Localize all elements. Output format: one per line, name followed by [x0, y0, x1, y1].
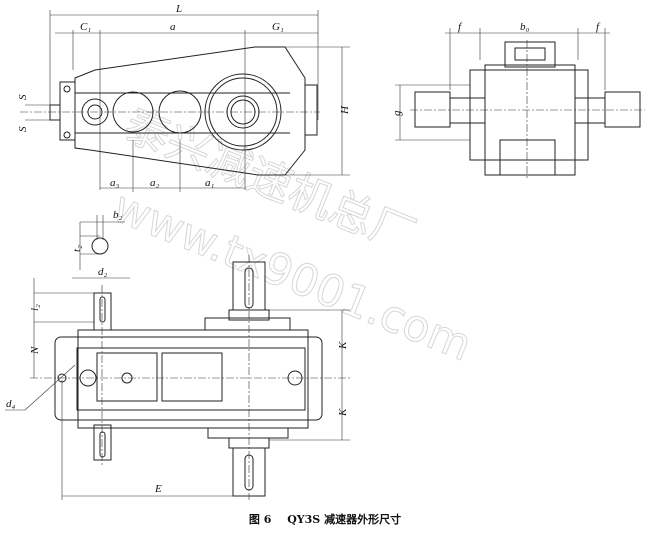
dim-a2: a₂	[150, 177, 160, 189]
top-view: b₂ t₂ d₂ l₂ N	[5, 209, 350, 500]
dim-f-left: f	[458, 21, 463, 33]
dim-d2: d₂	[98, 266, 108, 278]
watermark: 泰兴减速机总厂 www.tx9001.com	[106, 99, 479, 372]
dim-a: a	[170, 21, 176, 33]
front-view: L C₁ a G₁ S S H	[17, 3, 351, 192]
dim-t2: t₂	[71, 245, 83, 252]
dim-S-bottom: S	[17, 126, 29, 132]
dim-l2: l₂	[29, 304, 41, 311]
dim-N: N	[29, 346, 41, 355]
dim-a1: a₁	[205, 177, 215, 189]
dim-L: L	[175, 3, 182, 15]
dim-d4: d₄	[6, 398, 16, 410]
dim-K-top: K	[337, 341, 349, 350]
figure-title: QY3S 减速器外形尺寸	[287, 513, 402, 526]
dim-K-bottom: K	[337, 408, 349, 417]
dim-b2: b₂	[113, 209, 123, 221]
dim-f-right: f	[596, 21, 601, 33]
dim-a3: a₃	[110, 177, 120, 189]
gear-3	[158, 90, 202, 134]
dim-G1: G₁	[272, 21, 284, 33]
figure-number: 图 6	[248, 513, 272, 526]
dim-g: g	[391, 110, 403, 116]
side-view: f b₀ f g	[391, 21, 645, 180]
dim-S-top: S	[17, 94, 29, 100]
figure-caption: 图 6 QY3S 减速器外形尺寸	[0, 511, 650, 527]
shaft-section	[91, 237, 109, 255]
dim-H: H	[339, 105, 351, 115]
dim-E: E	[154, 483, 162, 495]
dim-b0: b₀	[520, 21, 530, 33]
dim-C1: C₁	[80, 21, 91, 33]
